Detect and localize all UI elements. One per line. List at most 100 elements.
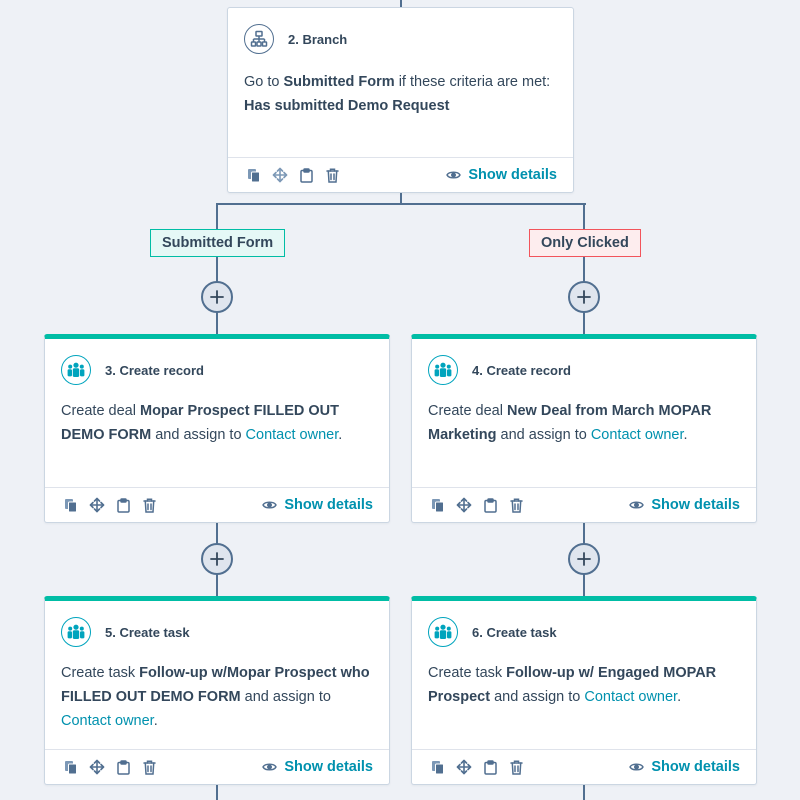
plus-icon bbox=[577, 552, 591, 566]
plus-icon bbox=[577, 290, 591, 304]
clone-icon[interactable] bbox=[63, 497, 79, 513]
show-details-label: Show details bbox=[284, 497, 373, 513]
action-card-body: Create task Follow-up w/ Engaged MOPAR P… bbox=[428, 661, 742, 709]
contact-owner-link[interactable]: Contact owner bbox=[245, 427, 339, 443]
move-icon[interactable] bbox=[89, 759, 105, 775]
people-icon bbox=[61, 355, 91, 385]
clipboard-icon[interactable] bbox=[482, 759, 498, 775]
clipboard-icon[interactable] bbox=[482, 497, 498, 513]
show-details-button[interactable]: Show details bbox=[262, 497, 373, 513]
action-card-header: 5. Create task bbox=[61, 617, 190, 647]
eye-icon bbox=[446, 171, 462, 179]
action-prefix: Create task bbox=[428, 665, 507, 681]
people-icon bbox=[428, 617, 458, 647]
connector-top bbox=[400, 0, 402, 8]
trash-icon[interactable] bbox=[508, 759, 524, 775]
action-card-body: Create task Follow-up w/Mopar Prospect w… bbox=[61, 661, 375, 733]
action-card-body: Create deal Mopar Prospect FILLED OUT DE… bbox=[61, 399, 375, 447]
show-details-label: Show details bbox=[468, 167, 557, 183]
branch-text-suffix: if these criteria are met: bbox=[394, 74, 551, 90]
action-target-name: New Deal from March MOPAR Marketing bbox=[428, 403, 712, 443]
move-icon[interactable] bbox=[456, 497, 472, 513]
people-icon bbox=[61, 617, 91, 647]
trash-icon[interactable] bbox=[508, 497, 524, 513]
action-suffix: . bbox=[153, 713, 158, 729]
branch-label-left[interactable]: Submitted Form bbox=[150, 229, 286, 257]
show-details-label: Show details bbox=[284, 759, 373, 775]
show-details-button[interactable]: Show details bbox=[629, 759, 740, 775]
action-middle: and assign to bbox=[490, 689, 585, 705]
branch-criteria: Has submitted Demo Request bbox=[244, 98, 450, 114]
eye-icon bbox=[262, 501, 278, 509]
connector-left-1 bbox=[216, 203, 218, 335]
trash-icon[interactable] bbox=[141, 497, 157, 513]
clipboard-icon[interactable] bbox=[298, 167, 314, 183]
action-card[interactable]: 4. Create record Create deal New Deal fr… bbox=[411, 334, 757, 523]
eye-icon bbox=[629, 501, 645, 509]
add-action-button[interactable] bbox=[201, 543, 233, 575]
contact-owner-link[interactable]: Contact owner bbox=[590, 427, 684, 443]
action-card-footer: Show details bbox=[412, 487, 756, 522]
action-target-name: Mopar Prospect FILLED OUT DEMO FORM bbox=[61, 403, 339, 443]
action-suffix: . bbox=[338, 427, 343, 443]
add-action-button[interactable] bbox=[201, 281, 233, 313]
show-details-button[interactable]: Show details bbox=[446, 167, 557, 183]
add-action-button[interactable] bbox=[568, 543, 600, 575]
connector-left-3 bbox=[216, 784, 218, 800]
clone-icon[interactable] bbox=[430, 759, 446, 775]
show-details-button[interactable]: Show details bbox=[262, 759, 373, 775]
action-prefix: Create deal bbox=[428, 403, 507, 419]
connector-right-3 bbox=[583, 784, 585, 800]
action-card-title: 3. Create record bbox=[105, 362, 204, 378]
action-middle: and assign to bbox=[240, 689, 331, 705]
show-details-button[interactable]: Show details bbox=[629, 497, 740, 513]
connector-branch-stem bbox=[400, 192, 402, 204]
clone-icon[interactable] bbox=[246, 167, 262, 183]
branch-card-header: 2. Branch bbox=[244, 24, 347, 54]
action-target-name: Follow-up w/Mopar Prospect who FILLED OU… bbox=[61, 665, 370, 705]
trash-icon[interactable] bbox=[141, 759, 157, 775]
plus-icon bbox=[210, 290, 224, 304]
action-suffix: . bbox=[683, 427, 688, 443]
action-suffix: . bbox=[677, 689, 682, 705]
show-details-label: Show details bbox=[651, 759, 740, 775]
action-middle: and assign to bbox=[151, 427, 246, 443]
branch-target: Submitted Form bbox=[283, 74, 395, 90]
add-action-button[interactable] bbox=[568, 281, 600, 313]
connector-branch-horizontal bbox=[216, 203, 586, 205]
move-icon[interactable] bbox=[272, 167, 288, 183]
branch-icon bbox=[244, 24, 274, 54]
clone-icon[interactable] bbox=[63, 759, 79, 775]
action-card-title: 4. Create record bbox=[472, 362, 571, 378]
action-prefix: Create deal bbox=[61, 403, 140, 419]
move-icon[interactable] bbox=[89, 497, 105, 513]
action-card-header: 4. Create record bbox=[428, 355, 571, 385]
eye-icon bbox=[262, 763, 278, 771]
action-middle: and assign to bbox=[496, 427, 591, 443]
plus-icon bbox=[210, 552, 224, 566]
move-icon[interactable] bbox=[456, 759, 472, 775]
branch-card-body: Go to Submitted Form if these criteria a… bbox=[244, 70, 559, 118]
action-target-name: Follow-up w/ Engaged MOPAR Prospect bbox=[428, 665, 717, 705]
action-card-title: 5. Create task bbox=[105, 624, 190, 640]
clone-icon[interactable] bbox=[430, 497, 446, 513]
action-card[interactable]: 3. Create record Create deal Mopar Prosp… bbox=[44, 334, 390, 523]
branch-card-title: 2. Branch bbox=[288, 31, 348, 47]
people-icon bbox=[428, 355, 458, 385]
branch-card[interactable]: 2. Branch Go to Submitted Form if these … bbox=[227, 7, 574, 193]
action-card-header: 3. Create record bbox=[61, 355, 204, 385]
action-card[interactable]: 6. Create task Create task Follow-up w/ … bbox=[411, 596, 757, 785]
connector-right-1 bbox=[583, 203, 585, 335]
action-card[interactable]: 5. Create task Create task Follow-up w/M… bbox=[44, 596, 390, 785]
branch-text-prefix: Go to bbox=[244, 74, 284, 90]
eye-icon bbox=[629, 763, 645, 771]
action-card-body: Create deal New Deal from March MOPAR Ma… bbox=[428, 399, 742, 447]
action-card-header: 6. Create task bbox=[428, 617, 557, 647]
clipboard-icon[interactable] bbox=[115, 759, 131, 775]
contact-owner-link[interactable]: Contact owner bbox=[584, 689, 678, 705]
branch-label-right[interactable]: Only Clicked bbox=[529, 229, 641, 257]
branch-card-footer: Show details bbox=[228, 157, 573, 192]
clipboard-icon[interactable] bbox=[115, 497, 131, 513]
trash-icon[interactable] bbox=[324, 167, 340, 183]
contact-owner-link[interactable]: Contact owner bbox=[61, 713, 154, 729]
